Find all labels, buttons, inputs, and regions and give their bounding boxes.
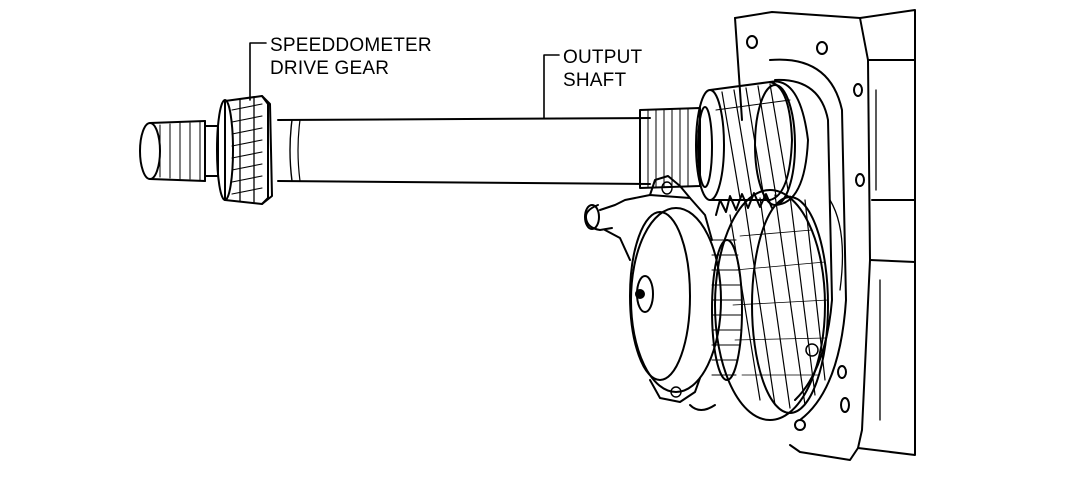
leader-output-shaft xyxy=(543,54,560,119)
label-speedometer-line1: SPEEDDOMETER xyxy=(270,35,432,56)
label-output-line2: SHAFT xyxy=(563,70,627,91)
label-output-shaft: OUTPUT SHAFT xyxy=(563,46,642,92)
output-shaft xyxy=(139,106,713,189)
transmission-housing xyxy=(734,9,916,461)
counter-helical-gear xyxy=(714,189,829,421)
label-output-line1: OUTPUT xyxy=(563,47,643,68)
speedometer-drive-gear xyxy=(216,95,273,205)
bearing-retainer xyxy=(584,175,743,411)
leader-speedometer xyxy=(249,42,267,101)
leader-lines xyxy=(249,42,560,119)
label-speedometer-line2: DRIVE GEAR xyxy=(270,58,390,79)
label-speedometer-drive-gear: SPEEDDOMETER DRIVE GEAR xyxy=(270,34,432,80)
